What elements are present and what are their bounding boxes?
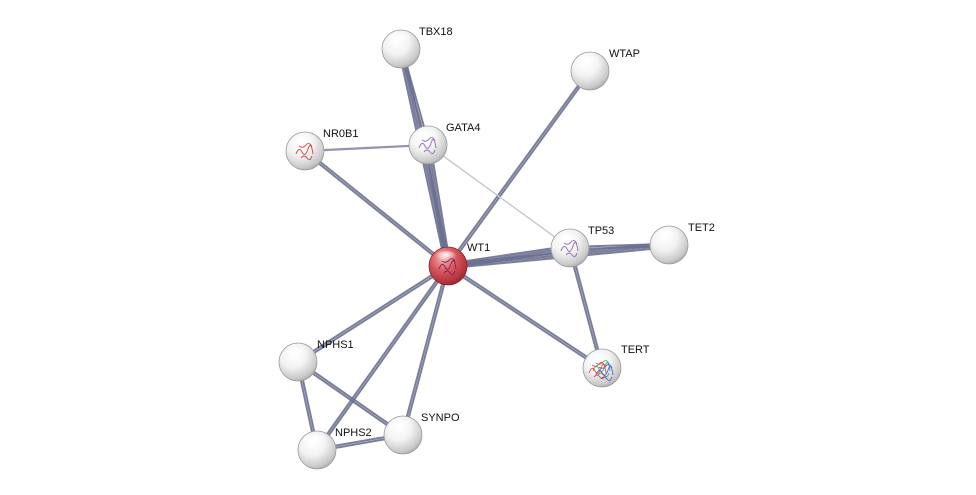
node-label: WTAP [609,48,640,60]
edge-wt1-gata4[interactable] [424,143,452,268]
edge-tp53-tert[interactable] [567,246,605,370]
edge-nphs1-synpo[interactable] [296,360,405,437]
node-label: NR0B1 [323,128,358,140]
node-highlight [589,353,611,365]
edge-nr0b1-gata4[interactable] [303,143,430,153]
node-highlight [557,233,579,245]
node-synpo[interactable]: SYNPO [383,412,460,455]
node-highlight [415,130,437,142]
node-label: TERT [621,344,650,356]
node-highlight [388,34,410,46]
edge-wt1-synpo[interactable] [400,264,451,437]
node-label: SYNPO [421,412,460,424]
edge-wt1-tert[interactable] [446,264,604,370]
node-nphs1[interactable]: NPHS1 [278,339,354,382]
node-label: WT1 [467,242,490,254]
node-label: NPHS2 [335,427,372,439]
edge-gata4-tp53[interactable] [427,144,571,249]
node-label: TBX18 [419,26,453,38]
node-wt1[interactable]: WT1 [428,242,490,286]
node-highlight [285,347,307,359]
node-highlight [292,136,314,148]
edge-wt1-nr0b1[interactable] [303,149,450,268]
node-wtap[interactable]: WTAP [570,48,640,91]
node-gata4[interactable]: GATA4 [408,122,480,165]
node-highlight [577,56,599,68]
node-nr0b1[interactable]: NR0B1 [285,128,358,171]
edge-wt1-nphs2[interactable] [315,264,450,452]
node-nphs2[interactable]: NPHS2 [297,427,372,470]
node-label: GATA4 [446,122,480,134]
edge-wt1-wtap[interactable] [446,69,592,268]
node-highlight [304,435,326,447]
node-highlight [656,230,678,242]
edge-wt1-nphs1[interactable] [296,264,450,364]
node-tp53[interactable]: TP53 [550,225,614,268]
node-tbx18[interactable]: TBX18 [381,26,453,69]
node-tert[interactable]: TERT [582,344,650,388]
node-label: TP53 [588,225,614,237]
node-highlight [435,251,457,263]
node-label: NPHS1 [317,339,354,351]
node-label: TET2 [688,222,715,234]
node-highlight [390,420,412,432]
node-tet2[interactable]: TET2 [649,222,715,265]
